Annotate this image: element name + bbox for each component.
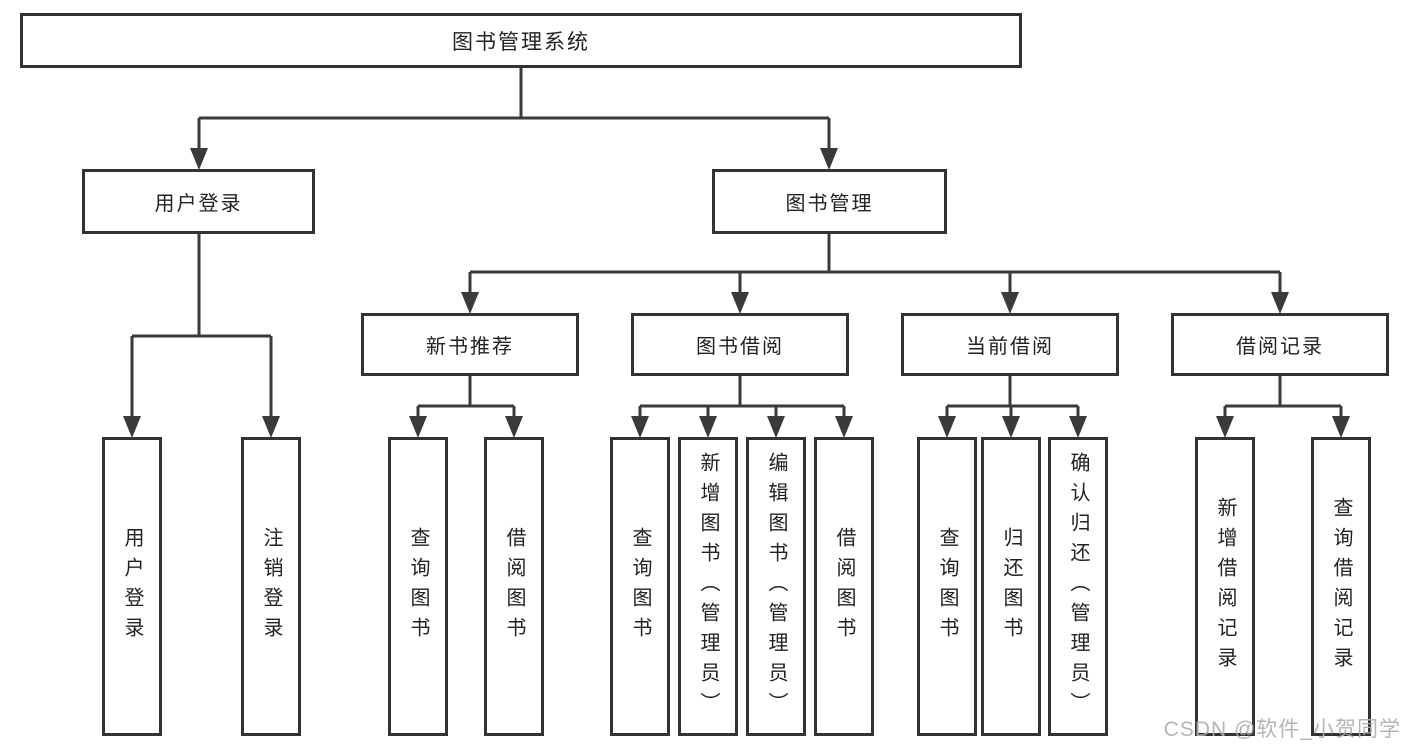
- node-leaf-query-borrow-record: 查询借阅记录: [1311, 437, 1371, 736]
- node-leaf-edit-book-admin: 编辑图书（管理员）: [746, 437, 806, 736]
- node-leaf-logout: 注销登录: [241, 437, 301, 736]
- node-borrow-records: 借阅记录: [1171, 313, 1389, 376]
- node-leaf-add-borrow-record: 新增借阅记录: [1195, 437, 1255, 736]
- node-current-borrow: 当前借阅: [901, 313, 1119, 376]
- node-book-borrow: 图书借阅: [631, 313, 849, 376]
- node-book-management: 图书管理: [712, 169, 947, 234]
- node-leaf-add-book-admin: 新增图书（管理员）: [678, 437, 738, 736]
- node-leaf-return-book: 归还图书: [981, 437, 1041, 736]
- node-leaf-borrow-books-recommend: 借阅图书: [484, 437, 544, 736]
- node-library-management-system: 图书管理系统: [20, 13, 1022, 68]
- node-leaf-borrow-books: 借阅图书: [814, 437, 874, 736]
- node-leaf-query-books-recommend: 查询图书: [388, 437, 448, 736]
- node-leaf-confirm-return-admin: 确认归还（管理员）: [1048, 437, 1108, 736]
- node-leaf-query-books-borrow: 查询图书: [610, 437, 670, 736]
- node-new-book-recommend: 新书推荐: [361, 313, 579, 376]
- node-leaf-user-login: 用户登录: [102, 437, 162, 736]
- node-leaf-query-books-current: 查询图书: [917, 437, 977, 736]
- watermark: CSDN @软件_小贺同学: [1163, 718, 1401, 741]
- node-user-login: 用户登录: [82, 169, 315, 234]
